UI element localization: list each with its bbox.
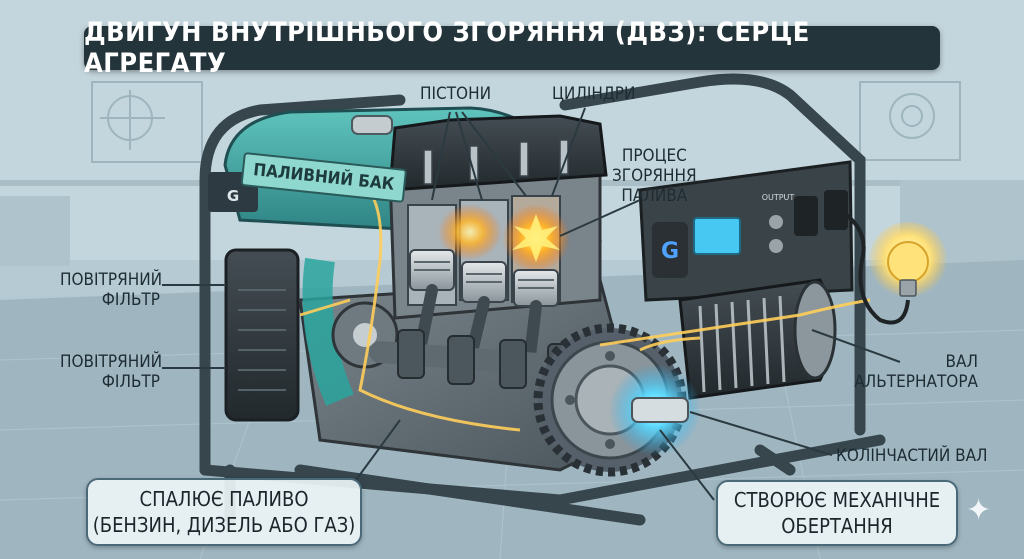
callout-creates-rotation: СТВОРЮЄ МЕХАНІЧНЕ ОБЕРТАННЯ [716,480,958,546]
page-title: ДВИГУН ВНУТРІШНЬОГО ЗГОРЯННЯ (ДВЗ): СЕРЦ… [84,17,940,79]
crankshaft-output-shaft [631,397,689,423]
leader-lines [162,107,901,501]
label-combustion: ПРОЦЕС ЗГОРЯННЯ ПАЛИВА [612,146,697,206]
label-air-filter-1-line1: ПОВІТРЯНИЙ [60,270,163,290]
callout-burns-fuel-line2: (БЕНЗИН, ДИЗЕЛЬ АБО ГАЗ) [92,513,356,537]
label-combustion-line3: ПАЛИВА [621,186,688,206]
label-cylinders: ЦИЛІНДРИ [552,84,636,104]
panel-display [693,217,741,255]
label-air-filter-2: ПОВІТРЯНИЙ ФІЛЬТР [60,352,163,392]
spark-plugs [423,139,569,185]
energy-flow-lines [299,178,871,432]
panel-knob-2 [769,239,783,253]
explosion-spark [512,214,560,262]
callout-burns-fuel: СПАЛЮЄ ПАЛИВО (БЕНЗИН, ДИЗЕЛЬ АБО ГАЗ) [86,478,362,546]
outlet-1 [794,196,818,236]
sparkle-icon: ✦ [966,493,992,528]
label-combustion-line1: ПРОЦЕС [621,146,687,166]
panel-output-label: OUTPUT [762,193,795,202]
air-filter-box [224,248,300,422]
label-alternator-shaft: ВАЛ АЛЬТЕРНАТОРА [848,352,978,392]
callout-creates-rotation-line1: СТВОРЮЄ МЕХАНІЧНЕ [733,488,941,512]
panel-logo-plate [652,222,688,278]
blueprint-right [859,81,961,161]
pistons-group [409,249,559,307]
label-air-filter-2-line2: ФІЛЬТР [101,372,160,392]
flywheel-cover [302,257,354,406]
callout-burns-fuel-line1: СПАЛЮЄ ПАЛИВО [139,487,309,511]
blueprint-left [91,81,203,163]
power-cable [838,208,910,325]
label-crankshaft: КОЛІНЧАСТИЙ ВАЛ [836,446,988,466]
bulb-base [899,279,917,297]
label-pistons: ПІСТОНИ [420,84,492,104]
label-air-filter-1: ПОВІТРЯНИЙ ФІЛЬТР [60,270,163,310]
panel-logo: G [661,239,679,264]
alternator-end-cap [793,280,837,380]
alternator-fins [698,295,786,393]
outlet-2 [824,190,848,230]
air-filter-ribs [238,289,286,391]
label-alternator-shaft-line2: АЛЬТЕРНАТОРА [854,372,978,392]
panel-knob-1 [769,215,783,229]
label-alternator-shaft-line1: ВАЛ [945,352,978,372]
label-air-filter-1-line2: ФІЛЬТР [101,290,160,310]
fuel-cap [351,115,393,135]
label-combustion-line2: ЗГОРЯННЯ [612,166,697,186]
left-cabinet [0,196,70,266]
tank-logo: G [227,187,239,205]
light-bulb-icon [887,241,929,283]
label-air-filter-2-line1: ПОВІТРЯНИЙ [60,352,163,372]
combustion-glow-1 [438,204,502,260]
callout-creates-rotation-line2: ОБЕРТАННЯ [781,514,893,538]
